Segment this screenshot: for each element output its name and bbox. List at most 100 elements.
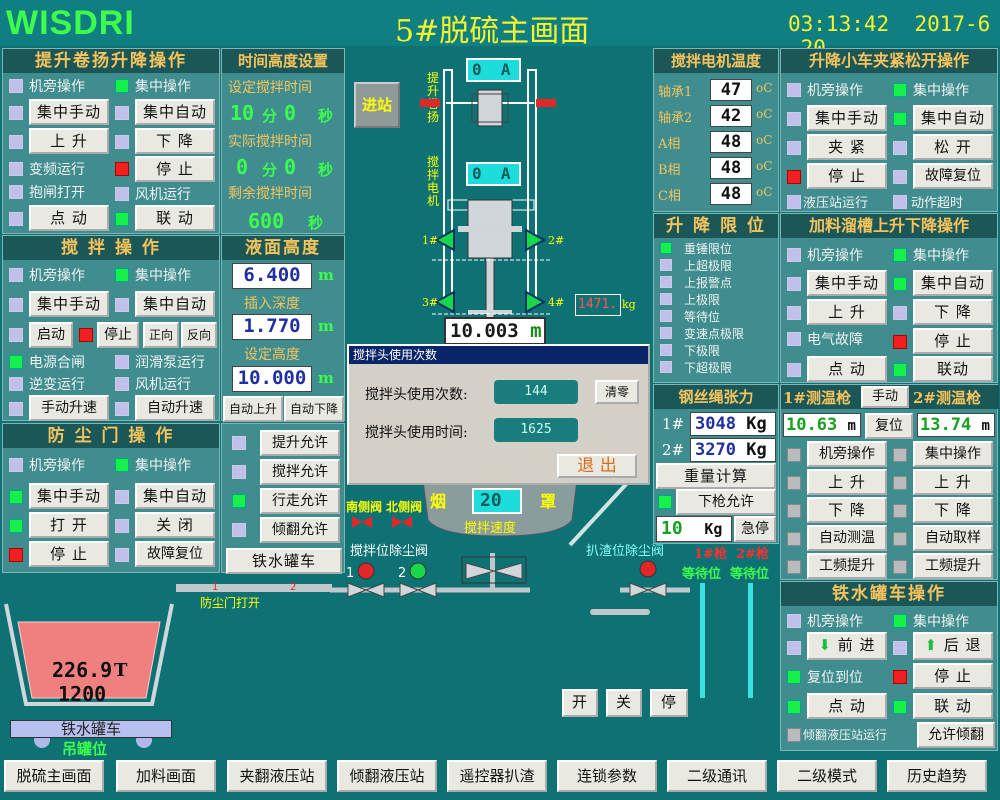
nav-button[interactable]: 二级模式 <box>777 760 877 792</box>
release-button[interactable]: 松 开 <box>913 134 993 160</box>
dust-central-checkbox[interactable] <box>115 458 129 472</box>
tilt-permit-indicator <box>232 523 246 537</box>
car-central-checkbox[interactable] <box>893 614 907 628</box>
dust-auto-button[interactable]: 集中自动 <box>135 483 215 509</box>
clamp-central-checkbox[interactable] <box>893 83 907 97</box>
gun-local-checkbox[interactable] <box>787 448 801 462</box>
dust-local-label: 机旁操作 <box>29 458 85 474</box>
down-button[interactable]: 下 降 <box>135 128 215 154</box>
manual-mode-button[interactable]: 手动 <box>861 386 909 408</box>
lube-label: 润滑泵运行 <box>135 355 205 371</box>
stop-machine-button[interactable]: 停 <box>650 689 688 717</box>
jog-button[interactable]: 点 动 <box>29 205 109 231</box>
chute-up-button[interactable]: 上 升 <box>807 299 887 325</box>
nav-button[interactable]: 加料画面 <box>116 760 216 792</box>
gun-central-button[interactable]: 集中操作 <box>913 441 993 467</box>
nav-button[interactable]: 历史趋势 <box>887 760 987 792</box>
chute-down-button[interactable]: 下 降 <box>913 299 993 325</box>
forward-button[interactable]: ⬇ 前 进 <box>807 632 887 660</box>
local-checkbox[interactable] <box>9 79 23 93</box>
close-button[interactable]: 关 <box>606 689 642 717</box>
clamp-auto-indicator <box>893 112 907 126</box>
link-button[interactable]: 联 动 <box>135 205 215 231</box>
chute-link-button[interactable]: 联动 <box>913 356 993 382</box>
freq-1-button[interactable]: 工频提升 <box>807 553 887 579</box>
enter-station-button[interactable]: 进站 <box>354 82 400 128</box>
manual-button[interactable]: 集中手动 <box>29 99 109 125</box>
limit-indicator <box>660 276 672 288</box>
car-stop-button[interactable]: 停 止 <box>913 663 993 689</box>
clamp-auto-button[interactable]: 集中自动 <box>913 105 993 131</box>
freq-2-button[interactable]: 工频提升 <box>913 553 993 579</box>
clamp-reset-button[interactable]: 故障复位 <box>913 163 993 189</box>
up-button[interactable]: 上 升 <box>29 128 109 154</box>
weight-calc-button[interactable]: 重量计算 <box>656 463 776 489</box>
chute-jog-button[interactable]: 点 动 <box>807 356 887 382</box>
chute-auto-button[interactable]: 集中自动 <box>913 270 993 296</box>
stir-auto-button[interactable]: 集中自动 <box>135 291 215 317</box>
emergency-stop-button[interactable]: 急停 <box>734 516 776 542</box>
tilt-permit-car-button[interactable]: 允许倾翻 <box>917 722 995 748</box>
auto-temp-button[interactable]: 自动测温 <box>807 525 887 551</box>
stop-button[interactable]: 停 止 <box>135 156 215 182</box>
gun-permit-button[interactable]: 下枪允许 <box>676 489 776 515</box>
lift-permit-button[interactable]: 提升允许 <box>260 430 340 456</box>
clear-button[interactable]: 清零 <box>595 380 639 404</box>
gun-local-button[interactable]: 机旁操作 <box>807 441 887 467</box>
stir-manual-button[interactable]: 集中手动 <box>29 291 109 317</box>
gun-reset-button[interactable]: 复位 <box>865 413 913 439</box>
auto-button[interactable]: 集中自动 <box>135 99 215 125</box>
dust-manual-button[interactable]: 集中手动 <box>29 483 109 509</box>
travel-permit-button[interactable]: 行走允许 <box>260 488 340 514</box>
clamp-stop-button[interactable]: 停 止 <box>807 163 887 189</box>
back-button[interactable]: ⬆ 后 退 <box>913 632 993 660</box>
stir-local-checkbox[interactable] <box>9 268 23 282</box>
dust-local-checkbox[interactable] <box>9 458 23 472</box>
open-button[interactable]: 开 <box>562 689 598 717</box>
clamp-manual-button[interactable]: 集中手动 <box>807 105 887 131</box>
dust-stop-button[interactable]: 停 止 <box>29 541 109 567</box>
auto-sample-button[interactable]: 自动取样 <box>913 525 993 551</box>
iron-car-button[interactable]: 铁水罐车 <box>226 548 342 574</box>
chute-stop-button[interactable]: 停 止 <box>913 328 993 354</box>
clamp-local-label: 机旁操作 <box>807 83 863 99</box>
stir-forward-button[interactable]: 正向 <box>143 322 179 348</box>
auto-down-button[interactable]: 自动下降 <box>284 396 344 422</box>
chute-local-checkbox[interactable] <box>787 248 801 262</box>
tilt-permit-button[interactable]: 倾翻允许 <box>260 517 340 543</box>
gun-2-down-button[interactable]: 下 降 <box>913 497 993 523</box>
car-local-checkbox[interactable] <box>787 614 801 628</box>
dust-door-rail <box>176 584 332 592</box>
dust-close-button[interactable]: 关 闭 <box>135 512 215 538</box>
dust-reset-button[interactable]: 故障复位 <box>135 541 215 567</box>
stir-permit-button[interactable]: 搅拌允许 <box>260 459 340 485</box>
nav-button[interactable]: 连锁参数 <box>557 760 657 792</box>
nav-button[interactable]: 二级通讯 <box>667 760 767 792</box>
exit-button[interactable]: 退 出 <box>557 454 637 478</box>
clamp-button[interactable]: 夹 紧 <box>807 134 887 160</box>
stir-stop-button[interactable]: 停止 <box>97 322 139 348</box>
nav-button[interactable]: 遥控器扒渣 <box>447 760 547 792</box>
nav-button[interactable]: 夹翻液压站 <box>227 760 327 792</box>
manual-speed-button[interactable]: 手动升速 <box>29 395 109 421</box>
chute-central-checkbox[interactable] <box>893 248 907 262</box>
auto-up-button[interactable]: 自动上升 <box>223 396 283 422</box>
gun-up-button[interactable]: 上 升 <box>807 469 887 495</box>
gun-down-button[interactable]: 下 降 <box>807 497 887 523</box>
chute-manual-button[interactable]: 集中手动 <box>807 270 887 296</box>
nav-button[interactable]: 脱硫主画面 <box>4 760 104 792</box>
ladle-value-2: 1200 <box>58 682 107 706</box>
remain-time-label: 剩余搅拌时间 <box>228 186 312 202</box>
gun-central-checkbox[interactable] <box>893 448 907 462</box>
stir-reverse-button[interactable]: 反向 <box>181 322 217 348</box>
central-checkbox[interactable] <box>115 79 129 93</box>
stir-start-button[interactable]: 启动 <box>29 322 73 348</box>
car-jog-button[interactable]: 点 动 <box>807 693 887 719</box>
stir-central-checkbox[interactable] <box>115 268 129 282</box>
nav-button[interactable]: 倾翻液压站 <box>337 760 437 792</box>
dust-open-button[interactable]: 打 开 <box>29 512 109 538</box>
auto-speed-button[interactable]: 自动升速 <box>135 395 215 421</box>
clamp-local-checkbox[interactable] <box>787 83 801 97</box>
car-link-button[interactable]: 联 动 <box>913 693 993 719</box>
gun-2-up-button[interactable]: 上 升 <box>913 469 993 495</box>
